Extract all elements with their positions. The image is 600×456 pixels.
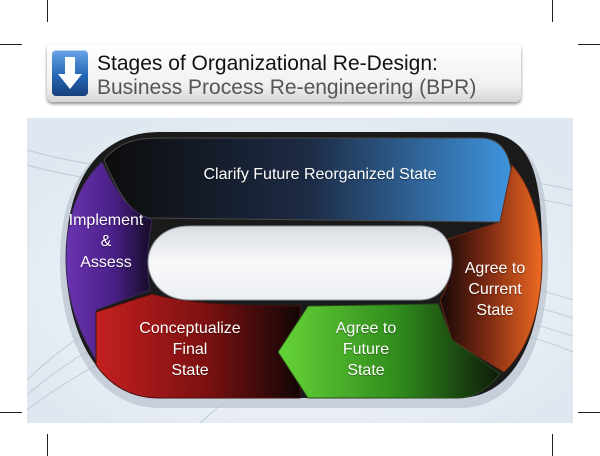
crop-mark <box>47 434 48 456</box>
stage-label-agree-current: Agree to Current State <box>464 260 526 319</box>
stage-label-agree-future: Agree to Future State <box>335 320 397 379</box>
crop-mark <box>552 434 553 456</box>
page-subtitle: Business Process Re-engineering (BPR) <box>97 76 477 99</box>
crop-mark <box>0 412 22 413</box>
crop-mark <box>0 44 22 45</box>
title-banner <box>47 44 521 102</box>
clarify-segment <box>103 137 513 223</box>
stage-label-conceptualize: Conceptualize Final State <box>139 320 241 379</box>
down-arrow-icon <box>52 50 88 96</box>
crop-mark <box>578 412 600 413</box>
agree-future-segment <box>277 303 501 399</box>
crop-mark <box>578 44 600 45</box>
crop-mark <box>47 0 48 22</box>
crop-mark <box>552 0 553 22</box>
stage-label-clarify: Clarify Future Reorganized State <box>203 166 437 183</box>
stage-label-implement: Implement & Assess <box>68 212 144 271</box>
conceptualize-segment <box>95 293 301 399</box>
page-title: Stages of Organizational Re-Design: <box>97 52 438 75</box>
ring-inner-hole <box>147 225 453 301</box>
